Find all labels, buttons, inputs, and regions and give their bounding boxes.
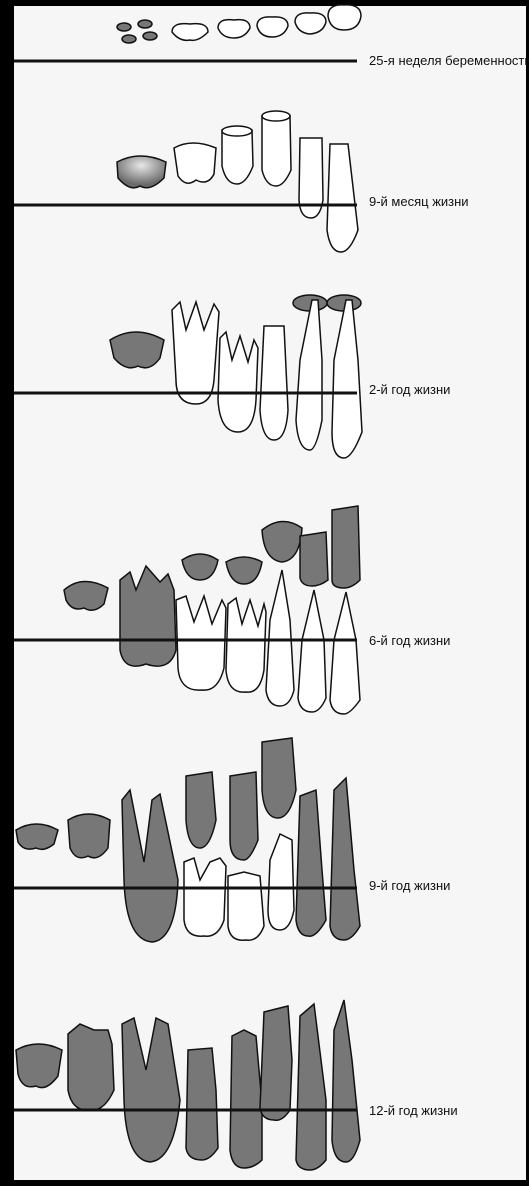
stage-label-12-year: 12-й год жизни: [369, 1103, 458, 1118]
stage-2-year: 2-й год жизни: [14, 295, 450, 458]
stage-25-week: 25-я неделя беременности: [14, 5, 529, 68]
stage-label-9-year: 9-й год жизни: [369, 878, 450, 893]
tooth-germ-cups: [172, 5, 361, 40]
stage-9-year: 9-й год жизни: [14, 738, 450, 942]
stage-12-year: 12-й год жизни: [14, 1000, 458, 1170]
stage-label-25-week: 25-я неделя беременности: [369, 53, 529, 68]
tooth-germ-small: [117, 20, 157, 43]
tooth-germ-molar: [117, 156, 166, 188]
stage-label-6-year: 6-й год жизни: [369, 633, 450, 648]
stage-label-9-month: 9-й месяц жизни: [369, 194, 469, 209]
stage-9-month: 9-й месяц жизни: [14, 111, 469, 252]
deciduous-crowns: [174, 111, 358, 252]
stage-label-2-year: 2-й год жизни: [369, 382, 450, 397]
permanent-teeth: [16, 1000, 360, 1170]
stage-6-year: 6-й год жизни: [14, 506, 450, 714]
deciduous-teeth: [176, 570, 360, 714]
permanent-molar-germ: [110, 332, 164, 368]
deciduous-teeth: [172, 300, 362, 458]
